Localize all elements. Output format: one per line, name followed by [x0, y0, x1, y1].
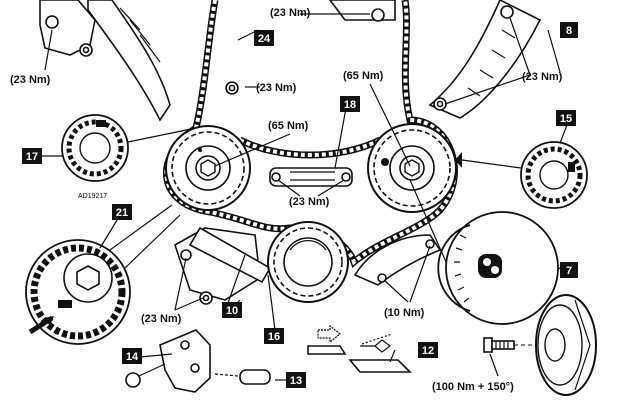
svg-text:7: 7 [566, 265, 572, 277]
callout-21: 21 [112, 204, 132, 220]
crankshaft-pulley [535, 294, 597, 396]
callout-8: 8 [560, 22, 578, 38]
svg-text:14: 14 [126, 351, 139, 363]
torque-crank-bolt: (100 Nm + 150°) [432, 381, 514, 393]
right-chain-guide [428, 0, 542, 119]
callout-24: 24 [254, 30, 274, 46]
setting-tool [307, 324, 412, 373]
detail-view-7 [409, 179, 559, 325]
svg-text:10: 10 [226, 305, 238, 317]
left-camshaft-sprocket [165, 125, 251, 211]
svg-text:21: 21 [116, 207, 128, 219]
lower-right-guide [353, 234, 442, 286]
torque-top-left: (23 Nm) [10, 74, 51, 86]
figure-code: AD19217 [78, 193, 107, 200]
svg-text:17: 17 [26, 151, 38, 163]
callout-14: 14 [122, 348, 142, 364]
right-camshaft-sprocket [367, 123, 462, 213]
svg-text:16: 16 [268, 331, 280, 343]
callout-18: 18 [340, 96, 360, 112]
left-chain-guide [87, 0, 171, 122]
locking-pin [214, 369, 271, 385]
torque-guide-left: (23 Nm) [256, 82, 297, 94]
detail-view-15 [461, 141, 588, 209]
torque-left-sprocket: (65 Nm) [268, 120, 309, 132]
crankshaft-sprocket [267, 221, 349, 303]
lower-tensioner [174, 226, 272, 305]
callout-7: 7 [560, 262, 578, 278]
torque-tensioner: (23 Nm) [141, 313, 182, 325]
svg-text:15: 15 [560, 113, 572, 125]
torque-top-center: (23 Nm) [270, 7, 311, 19]
callout-10: 10 [222, 302, 242, 318]
upper-center-guide [225, 0, 396, 95]
leader-lines [40, 13, 569, 381]
callout-13: 13 [286, 372, 306, 388]
svg-text:24: 24 [258, 33, 271, 45]
callout-15: 15 [556, 110, 576, 126]
upper-tensioner [39, 0, 96, 57]
detail-view-21 [25, 204, 181, 345]
svg-text:13: 13 [290, 375, 302, 387]
torque-center-guide: (23 Nm) [289, 196, 330, 208]
svg-text:18: 18 [344, 99, 356, 111]
detail-view-17 [61, 114, 197, 182]
center-chain-guide [269, 167, 353, 187]
torque-right-guide: (23 Nm) [522, 71, 563, 83]
torque-right-sprocket: (65 Nm) [343, 70, 384, 82]
svg-text:8: 8 [566, 25, 572, 37]
callout-16: 16 [264, 328, 284, 344]
left-guide-links [119, 7, 161, 63]
torque-lower-guide: (10 Nm) [384, 307, 425, 319]
locking-tool [125, 329, 211, 393]
callout-12: 12 [418, 342, 438, 358]
callout-17: 17 [22, 148, 42, 164]
crankshaft-bolt [483, 337, 545, 353]
svg-text:12: 12 [422, 345, 434, 357]
